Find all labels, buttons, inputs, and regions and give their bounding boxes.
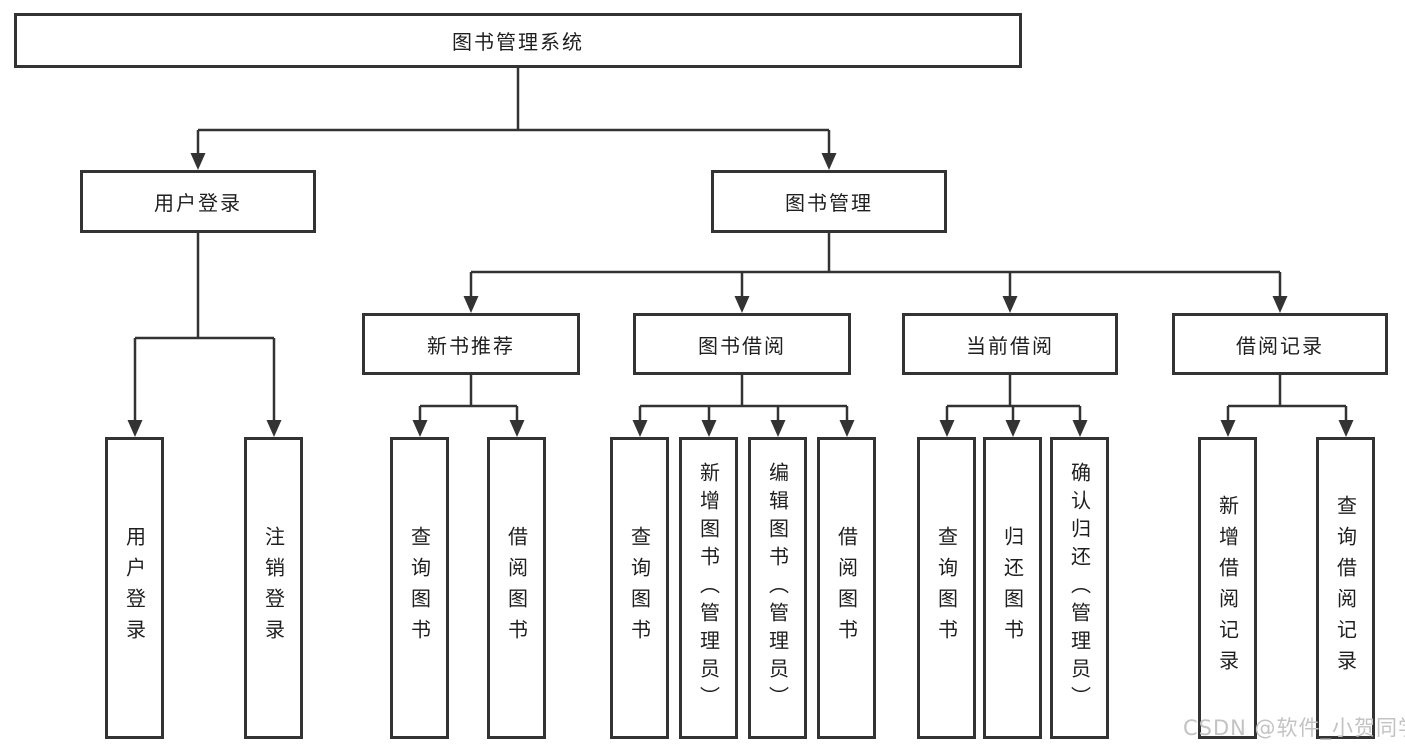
node-label: 新增借阅记录 bbox=[1215, 495, 1240, 681]
node-label: 当前借阅 bbox=[966, 333, 1054, 358]
node-label: 用户登录 bbox=[154, 191, 242, 215]
leaf-query-books-current: 查询图书 bbox=[917, 437, 976, 739]
node-borrowing-records: 借阅记录 bbox=[1172, 313, 1388, 375]
node-label: 图书管理系统 bbox=[452, 30, 584, 54]
leaf-logout: 注销登录 bbox=[244, 437, 303, 739]
leaf-user-login: 用户登录 bbox=[105, 437, 164, 739]
node-label: 查询图书 bbox=[407, 526, 432, 650]
node-label: 查询借阅记录 bbox=[1333, 495, 1358, 681]
node-label: 编辑图书（管理员） bbox=[765, 462, 790, 714]
node-label: 借阅图书 bbox=[504, 526, 529, 650]
node-library-management-system: 图书管理系统 bbox=[14, 13, 1022, 68]
node-label: 确认归还（管理员） bbox=[1067, 462, 1092, 714]
leaf-borrow-books-recommend: 借阅图书 bbox=[487, 437, 546, 739]
node-label: 图书管理 bbox=[785, 191, 873, 215]
node-label: 归还图书 bbox=[1000, 526, 1025, 650]
node-label: 借阅记录 bbox=[1236, 333, 1324, 358]
leaf-query-borrow-record: 查询借阅记录 bbox=[1316, 437, 1375, 739]
node-label: 用户登录 bbox=[122, 526, 147, 650]
node-label: 注销登录 bbox=[261, 526, 286, 650]
node-label: 图书借阅 bbox=[698, 333, 786, 358]
leaf-return-books: 归还图书 bbox=[983, 437, 1042, 739]
node-label: 新书推荐 bbox=[427, 333, 515, 358]
node-label: 查询图书 bbox=[627, 526, 652, 650]
node-label: 查询图书 bbox=[934, 526, 959, 650]
node-book-management: 图书管理 bbox=[711, 170, 947, 233]
node-book-borrowing: 图书借阅 bbox=[633, 313, 851, 375]
node-user-login: 用户登录 bbox=[80, 170, 316, 233]
leaf-query-books-borrowing: 查询图书 bbox=[610, 437, 669, 739]
node-new-book-recommendation: 新书推荐 bbox=[362, 313, 580, 375]
leaf-edit-books-admin: 编辑图书（管理员） bbox=[748, 437, 807, 739]
leaf-add-books-admin: 新增图书（管理员） bbox=[679, 437, 738, 739]
leaf-add-borrow-record: 新增借阅记录 bbox=[1198, 437, 1257, 739]
node-current-borrowing: 当前借阅 bbox=[902, 313, 1118, 375]
node-label: 新增图书（管理员） bbox=[696, 462, 721, 714]
leaf-query-books-recommend: 查询图书 bbox=[390, 437, 449, 739]
leaf-confirm-return-admin: 确认归还（管理员） bbox=[1050, 437, 1109, 739]
leaf-borrow-books-borrowing: 借阅图书 bbox=[817, 437, 876, 739]
node-label: 借阅图书 bbox=[834, 526, 859, 650]
